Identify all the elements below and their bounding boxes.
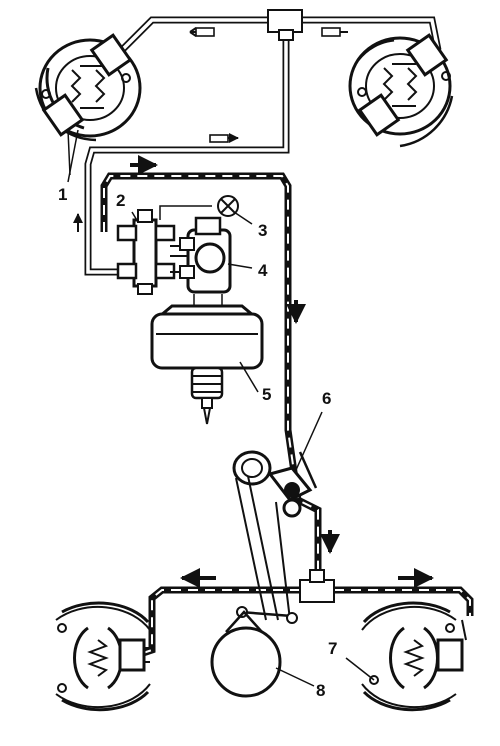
callout-6: 6	[322, 389, 331, 408]
front-brake-circuit	[67, 16, 442, 276]
lamp-icon	[217, 195, 239, 217]
rear-right-brake	[361, 601, 467, 712]
spring-icon	[70, 65, 106, 109]
rear-brake-circuit	[100, 172, 474, 658]
callout-2: 2	[116, 191, 125, 210]
callout-4: 4	[258, 261, 268, 280]
callout-1: 1	[58, 185, 67, 204]
front-left-brake	[34, 33, 142, 142]
proportioning-valve	[232, 450, 318, 518]
valve-linkage	[235, 475, 298, 624]
arrow-icon	[130, 155, 434, 588]
rear-tee-fitting	[299, 569, 335, 603]
vacuum-booster	[150, 294, 264, 425]
master-cylinder	[179, 216, 232, 294]
rear-axle	[210, 610, 282, 698]
arrow-icon	[73, 27, 348, 232]
rear-left-brake	[55, 601, 151, 712]
front-right-brake	[348, 33, 454, 148]
leader-lines	[67, 129, 375, 687]
pressure-differential-valve	[116, 205, 212, 295]
callout-5: 5	[262, 385, 271, 404]
callout-7: 7	[328, 639, 337, 658]
front-tee-fitting	[267, 9, 303, 41]
callout-3: 3	[258, 221, 267, 240]
callout-8: 8	[316, 681, 325, 700]
